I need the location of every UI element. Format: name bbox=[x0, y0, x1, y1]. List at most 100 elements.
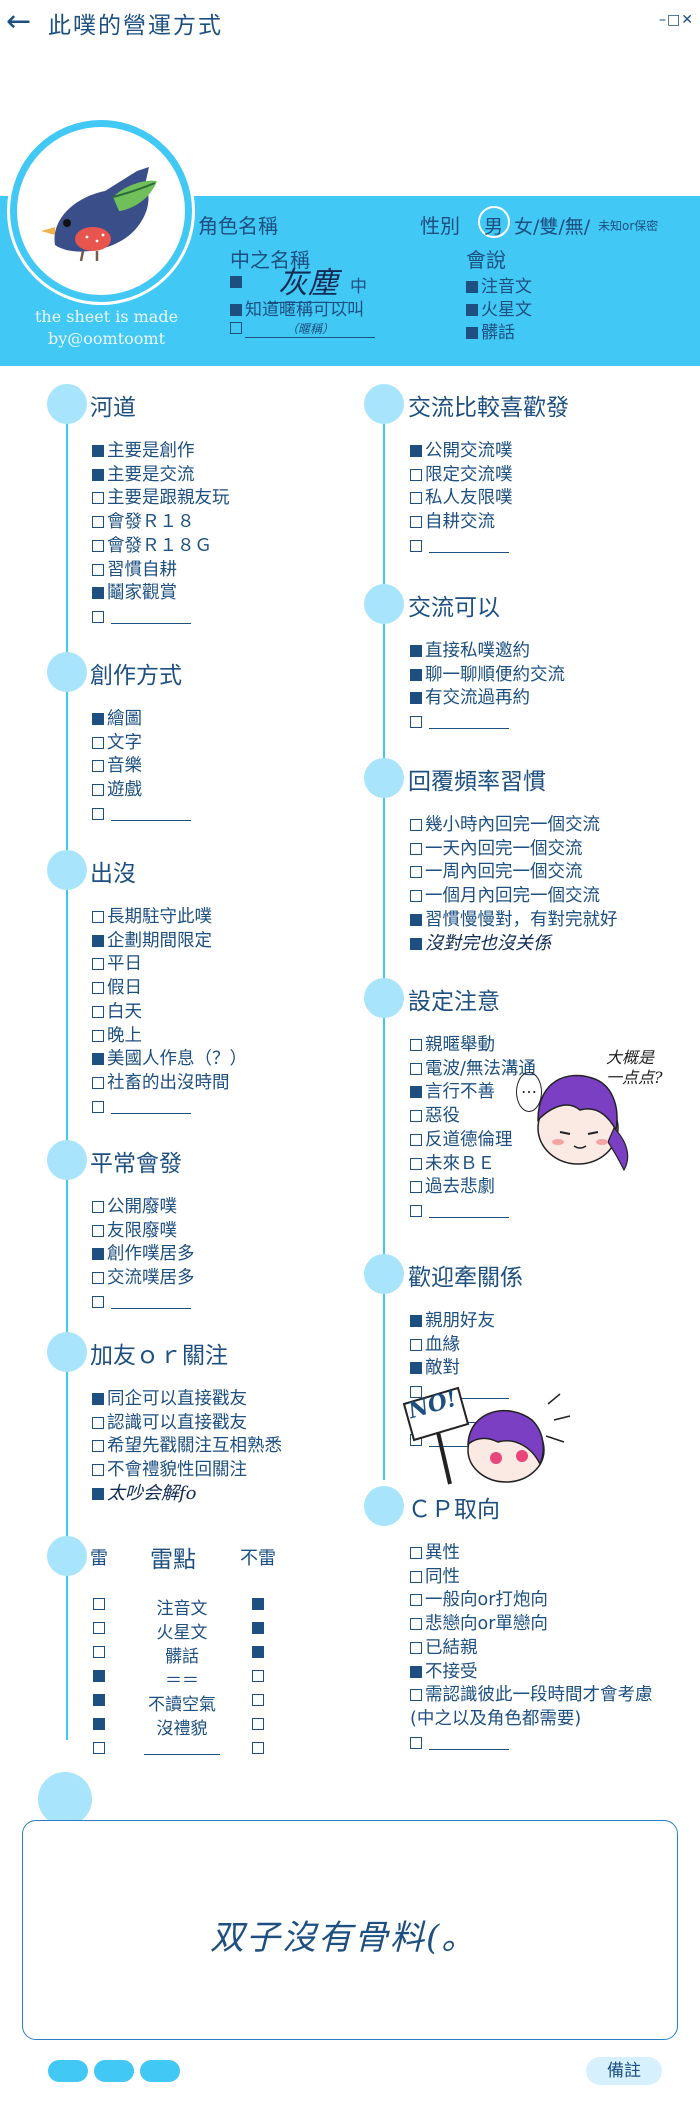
checklist-item[interactable]: 友限廢噗 bbox=[92, 1220, 177, 1242]
checkbox[interactable] bbox=[230, 276, 242, 288]
checklist-item[interactable] bbox=[410, 1732, 509, 1754]
checkbox[interactable] bbox=[410, 1736, 422, 1749]
checklist-item[interactable]: 美國人作息（？） bbox=[92, 1048, 247, 1070]
checklist-item[interactable]: 遊戲 bbox=[92, 779, 142, 801]
checkbox[interactable] bbox=[92, 1076, 104, 1089]
checkbox[interactable] bbox=[230, 322, 242, 334]
checkbox[interactable] bbox=[410, 645, 422, 657]
checklist-item[interactable]: 悲戀向or單戀向 bbox=[410, 1613, 548, 1635]
checkbox[interactable] bbox=[92, 1295, 104, 1308]
page-pill-1[interactable] bbox=[48, 2060, 88, 2082]
checklist-item[interactable]: 希望先戳關注互相熟悉 bbox=[92, 1435, 282, 1457]
checklist-item[interactable]: 同企可以直接戳友 bbox=[92, 1388, 247, 1410]
checkbox[interactable] bbox=[410, 1386, 422, 1399]
checkbox[interactable] bbox=[410, 1618, 422, 1631]
checkbox[interactable] bbox=[92, 1053, 104, 1066]
pl-option-nickname[interactable]: 知道暱稱可以叫 bbox=[230, 295, 364, 320]
checkbox[interactable] bbox=[92, 1201, 104, 1213]
gender-male[interactable]: 男 bbox=[484, 216, 504, 238]
checklist-item[interactable]: 平日 bbox=[92, 953, 142, 975]
checklist-item[interactable]: 公開廢噗 bbox=[92, 1196, 177, 1218]
checkbox[interactable] bbox=[92, 807, 104, 820]
checkbox[interactable] bbox=[92, 784, 104, 797]
checkbox[interactable] bbox=[410, 1338, 422, 1351]
checkbox[interactable] bbox=[410, 842, 422, 855]
checklist-item[interactable] bbox=[92, 1291, 191, 1313]
checkbox[interactable] bbox=[410, 866, 422, 879]
blank-line[interactable] bbox=[429, 715, 509, 730]
checkbox[interactable] bbox=[410, 492, 422, 505]
mine-checkbox[interactable] bbox=[93, 1694, 105, 1706]
checkbox[interactable] bbox=[410, 1689, 422, 1702]
mine-checkbox[interactable] bbox=[93, 1670, 105, 1682]
checklist-item[interactable]: 公開交流噗 bbox=[410, 440, 513, 462]
checkbox[interactable] bbox=[92, 1440, 104, 1453]
blank-line[interactable] bbox=[429, 539, 509, 553]
checkbox[interactable] bbox=[92, 1487, 104, 1500]
checkbox[interactable] bbox=[92, 911, 104, 923]
checklist-item[interactable]: 創作噗居多 bbox=[92, 1243, 195, 1265]
checklist-item[interactable]: 晚上 bbox=[92, 1025, 142, 1047]
checkbox[interactable] bbox=[92, 958, 104, 971]
pl-option-custom[interactable]: （暱稱） bbox=[230, 318, 375, 338]
checklist-item[interactable] bbox=[410, 1381, 509, 1403]
checklist-item[interactable]: 交流噗居多 bbox=[92, 1267, 195, 1289]
checkbox[interactable] bbox=[92, 713, 104, 725]
checklist-item[interactable]: 反道德倫理 bbox=[410, 1129, 513, 1151]
checklist-item[interactable]: 幾小時內回完一個交流 bbox=[410, 814, 600, 836]
checklist-item[interactable]: 不接受 bbox=[410, 1661, 478, 1683]
checklist-item[interactable]: 惡役 bbox=[410, 1105, 460, 1127]
checkbox[interactable] bbox=[410, 1641, 422, 1654]
checkbox[interactable] bbox=[410, 1062, 422, 1075]
checklist-item[interactable]: 血緣 bbox=[410, 1334, 460, 1356]
checklist-item[interactable]: 沒對完也沒关係 bbox=[410, 933, 551, 955]
mine-checkbox[interactable] bbox=[93, 1742, 105, 1754]
checkbox[interactable] bbox=[410, 1204, 422, 1217]
checkbox[interactable] bbox=[410, 1133, 422, 1146]
checklist-item[interactable] bbox=[92, 1096, 191, 1118]
checkbox[interactable] bbox=[92, 492, 104, 505]
checkbox[interactable] bbox=[92, 1416, 104, 1429]
checklist-item[interactable]: 親暱舉動 bbox=[410, 1034, 495, 1056]
checkbox[interactable] bbox=[92, 516, 104, 529]
checkbox[interactable] bbox=[92, 934, 104, 947]
checklist-item[interactable]: 親朋好友 bbox=[410, 1310, 495, 1332]
page-pill-3[interactable] bbox=[140, 2060, 180, 2082]
checklist-item[interactable]: 文字 bbox=[92, 732, 142, 754]
blank-line[interactable] bbox=[429, 1736, 509, 1750]
mine-checkbox[interactable] bbox=[93, 1646, 105, 1658]
checklist-item[interactable]: 長期駐守此噗 bbox=[92, 906, 212, 928]
checklist-item[interactable]: 主要是創作 bbox=[92, 440, 195, 462]
checkbox[interactable] bbox=[92, 1248, 104, 1261]
checklist-item[interactable] bbox=[92, 803, 191, 825]
blank-line[interactable] bbox=[111, 610, 191, 624]
checkbox[interactable] bbox=[410, 1086, 422, 1099]
checklist-item[interactable]: 一天內回完一個交流 bbox=[410, 838, 583, 860]
checkbox[interactable] bbox=[92, 563, 104, 576]
checklist-item[interactable]: 限定交流噗 bbox=[410, 464, 513, 486]
page-pill-2[interactable] bbox=[94, 2060, 134, 2082]
checklist-item[interactable]: 需認識彼此一段時間才會考慮 bbox=[410, 1684, 653, 1706]
checklist-item[interactable] bbox=[410, 711, 509, 733]
checkbox[interactable] bbox=[92, 610, 104, 623]
checkbox[interactable] bbox=[92, 736, 104, 749]
checklist-item[interactable]: (中之以及角色都需要) bbox=[410, 1708, 581, 1730]
checkbox[interactable] bbox=[410, 1547, 422, 1559]
checklist-item[interactable]: 習慣慢慢對，有對完就好 bbox=[410, 909, 618, 931]
notes-tab[interactable]: 備註 bbox=[586, 2057, 662, 2085]
blank-line[interactable] bbox=[111, 807, 191, 821]
blank-line[interactable] bbox=[144, 1754, 220, 1755]
checklist-item[interactable]: 音樂 bbox=[92, 755, 142, 777]
checklist-item[interactable]: 同性 bbox=[410, 1566, 460, 1588]
gender-options[interactable]: 女/雙/無/ bbox=[514, 216, 591, 238]
checkbox[interactable] bbox=[92, 539, 104, 552]
checkbox[interactable] bbox=[410, 1157, 422, 1170]
checkbox[interactable] bbox=[92, 1224, 104, 1237]
blank-line[interactable] bbox=[429, 1409, 509, 1423]
blank-line[interactable] bbox=[111, 1295, 191, 1309]
checkbox[interactable] bbox=[92, 760, 104, 773]
mine-checkbox[interactable] bbox=[93, 1598, 105, 1610]
not-mine-checkbox[interactable] bbox=[252, 1742, 264, 1754]
checkbox[interactable] bbox=[410, 1665, 422, 1678]
checklist-item[interactable] bbox=[92, 606, 191, 628]
